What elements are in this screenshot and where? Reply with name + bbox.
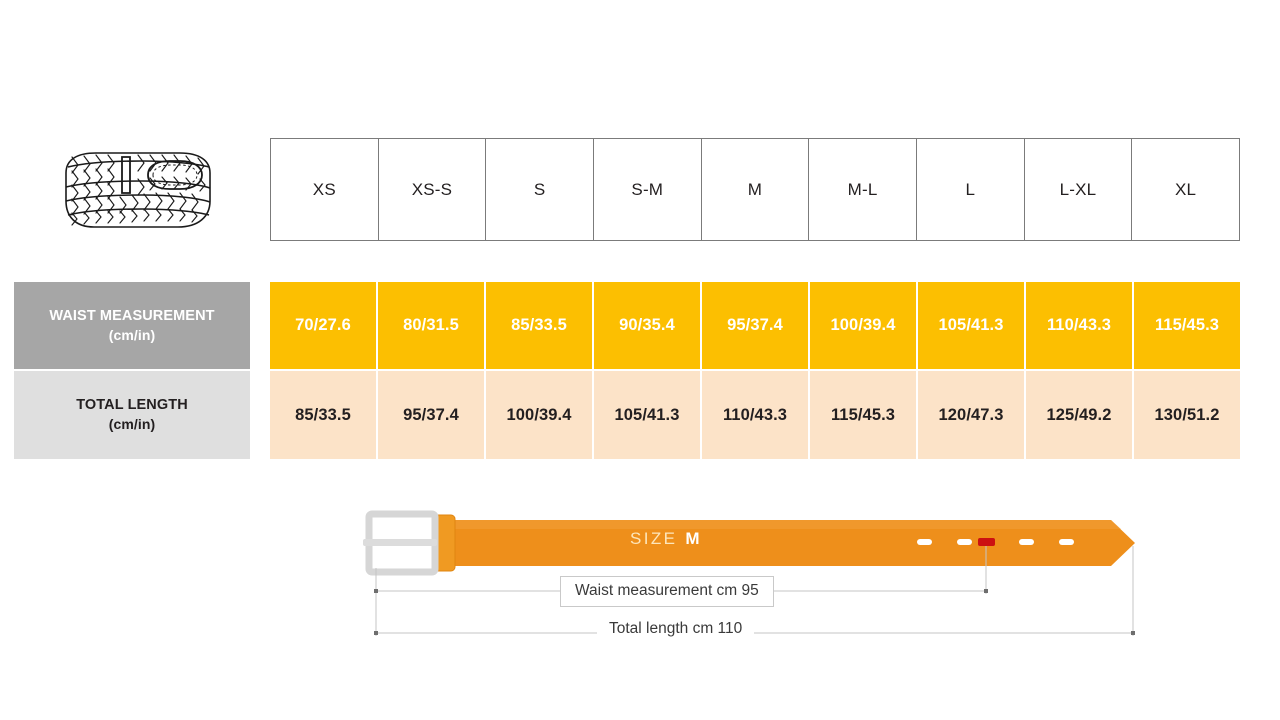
waist-measurement-label: WAIST MEASUREMENT (cm/in) [14, 282, 250, 369]
belt-size-value: M [685, 529, 701, 548]
waist-value-1: 80/31.5 [378, 282, 486, 369]
belt-hole-4 [1019, 539, 1034, 545]
waist-value-0: 70/27.6 [270, 282, 378, 369]
belt-hole-5 [1059, 539, 1074, 545]
belt-hole-highlighted [978, 538, 995, 546]
size-header-cell-1: XS-S [377, 138, 487, 241]
size-header-cell-7: L-XL [1023, 138, 1133, 241]
size-header-cell-5: M-L [808, 138, 917, 241]
total-length-value-8: 130/51.2 [1134, 371, 1240, 459]
size-header-cell-4: M [700, 138, 810, 241]
waist-dim-tick-right [984, 589, 988, 593]
total-length-value-3: 105/41.3 [594, 371, 702, 459]
waist-value-7: 110/43.3 [1026, 282, 1134, 369]
row-spacer [250, 282, 270, 369]
length-dim-tick-right [1131, 631, 1135, 635]
row-spacer [250, 371, 270, 459]
waist-dimension-label: Waist measurement cm 95 [560, 576, 774, 607]
woven-belt-illustration [65, 152, 211, 228]
belt-hole-1 [917, 539, 932, 545]
size-header-table: XS XS-S S S-M M M-L L L-XL XL [270, 138, 1240, 241]
total-length-value-6: 120/47.3 [918, 371, 1026, 459]
waist-measurement-row: WAIST MEASUREMENT (cm/in) 70/27.6 80/31.… [14, 282, 1240, 369]
waist-dim-tick-left [374, 589, 378, 593]
waist-value-2: 85/33.5 [486, 282, 594, 369]
waist-value-3: 90/35.4 [594, 282, 702, 369]
waist-value-8: 115/45.3 [1134, 282, 1240, 369]
waist-value-4: 95/37.4 [702, 282, 810, 369]
waist-value-6: 105/41.3 [918, 282, 1026, 369]
waist-label-unit: (cm/in) [108, 326, 156, 343]
waist-value-cells: 70/27.6 80/31.5 85/33.5 90/35.4 95/37.4 … [270, 282, 1240, 369]
size-header-row: XS XS-S S S-M M M-L L L-XL XL [270, 138, 1240, 241]
total-length-label-unit: (cm/in) [108, 416, 156, 433]
total-length-label-main: TOTAL LENGTH [76, 397, 188, 414]
total-length-value-cells: 85/33.5 95/37.4 100/39.4 105/41.3 110/43… [270, 371, 1240, 459]
size-header-cell-8: XL [1131, 138, 1240, 241]
belt-hole-2 [957, 539, 972, 545]
total-length-dimension-label: Total length cm 110 [597, 618, 755, 640]
waist-value-5: 100/39.4 [810, 282, 918, 369]
waist-label-main: WAIST MEASUREMENT [49, 307, 215, 324]
size-header-cell-2: S [485, 138, 594, 241]
length-dim-tick-left [374, 631, 378, 635]
total-length-value-1: 95/37.4 [378, 371, 486, 459]
total-length-row: TOTAL LENGTH (cm/in) 85/33.5 95/37.4 100… [14, 371, 1240, 459]
total-length-value-0: 85/33.5 [270, 371, 378, 459]
total-length-value-7: 125/49.2 [1026, 371, 1134, 459]
total-length-label: TOTAL LENGTH (cm/in) [14, 371, 250, 459]
belt-size-word: SIZE [630, 529, 678, 548]
belt-size-label: SIZE M [630, 529, 700, 549]
belt-strap [407, 520, 1135, 566]
total-length-value-5: 115/45.3 [810, 371, 918, 459]
size-header-cell-3: S-M [592, 138, 702, 241]
total-length-value-2: 100/39.4 [486, 371, 594, 459]
belt-buckle-prong [363, 539, 437, 546]
belt-strap-highlight [407, 520, 1121, 529]
size-header-cell-0: XS [270, 138, 379, 241]
total-length-value-4: 110/43.3 [702, 371, 810, 459]
size-header-cell-6: L [915, 138, 1025, 241]
